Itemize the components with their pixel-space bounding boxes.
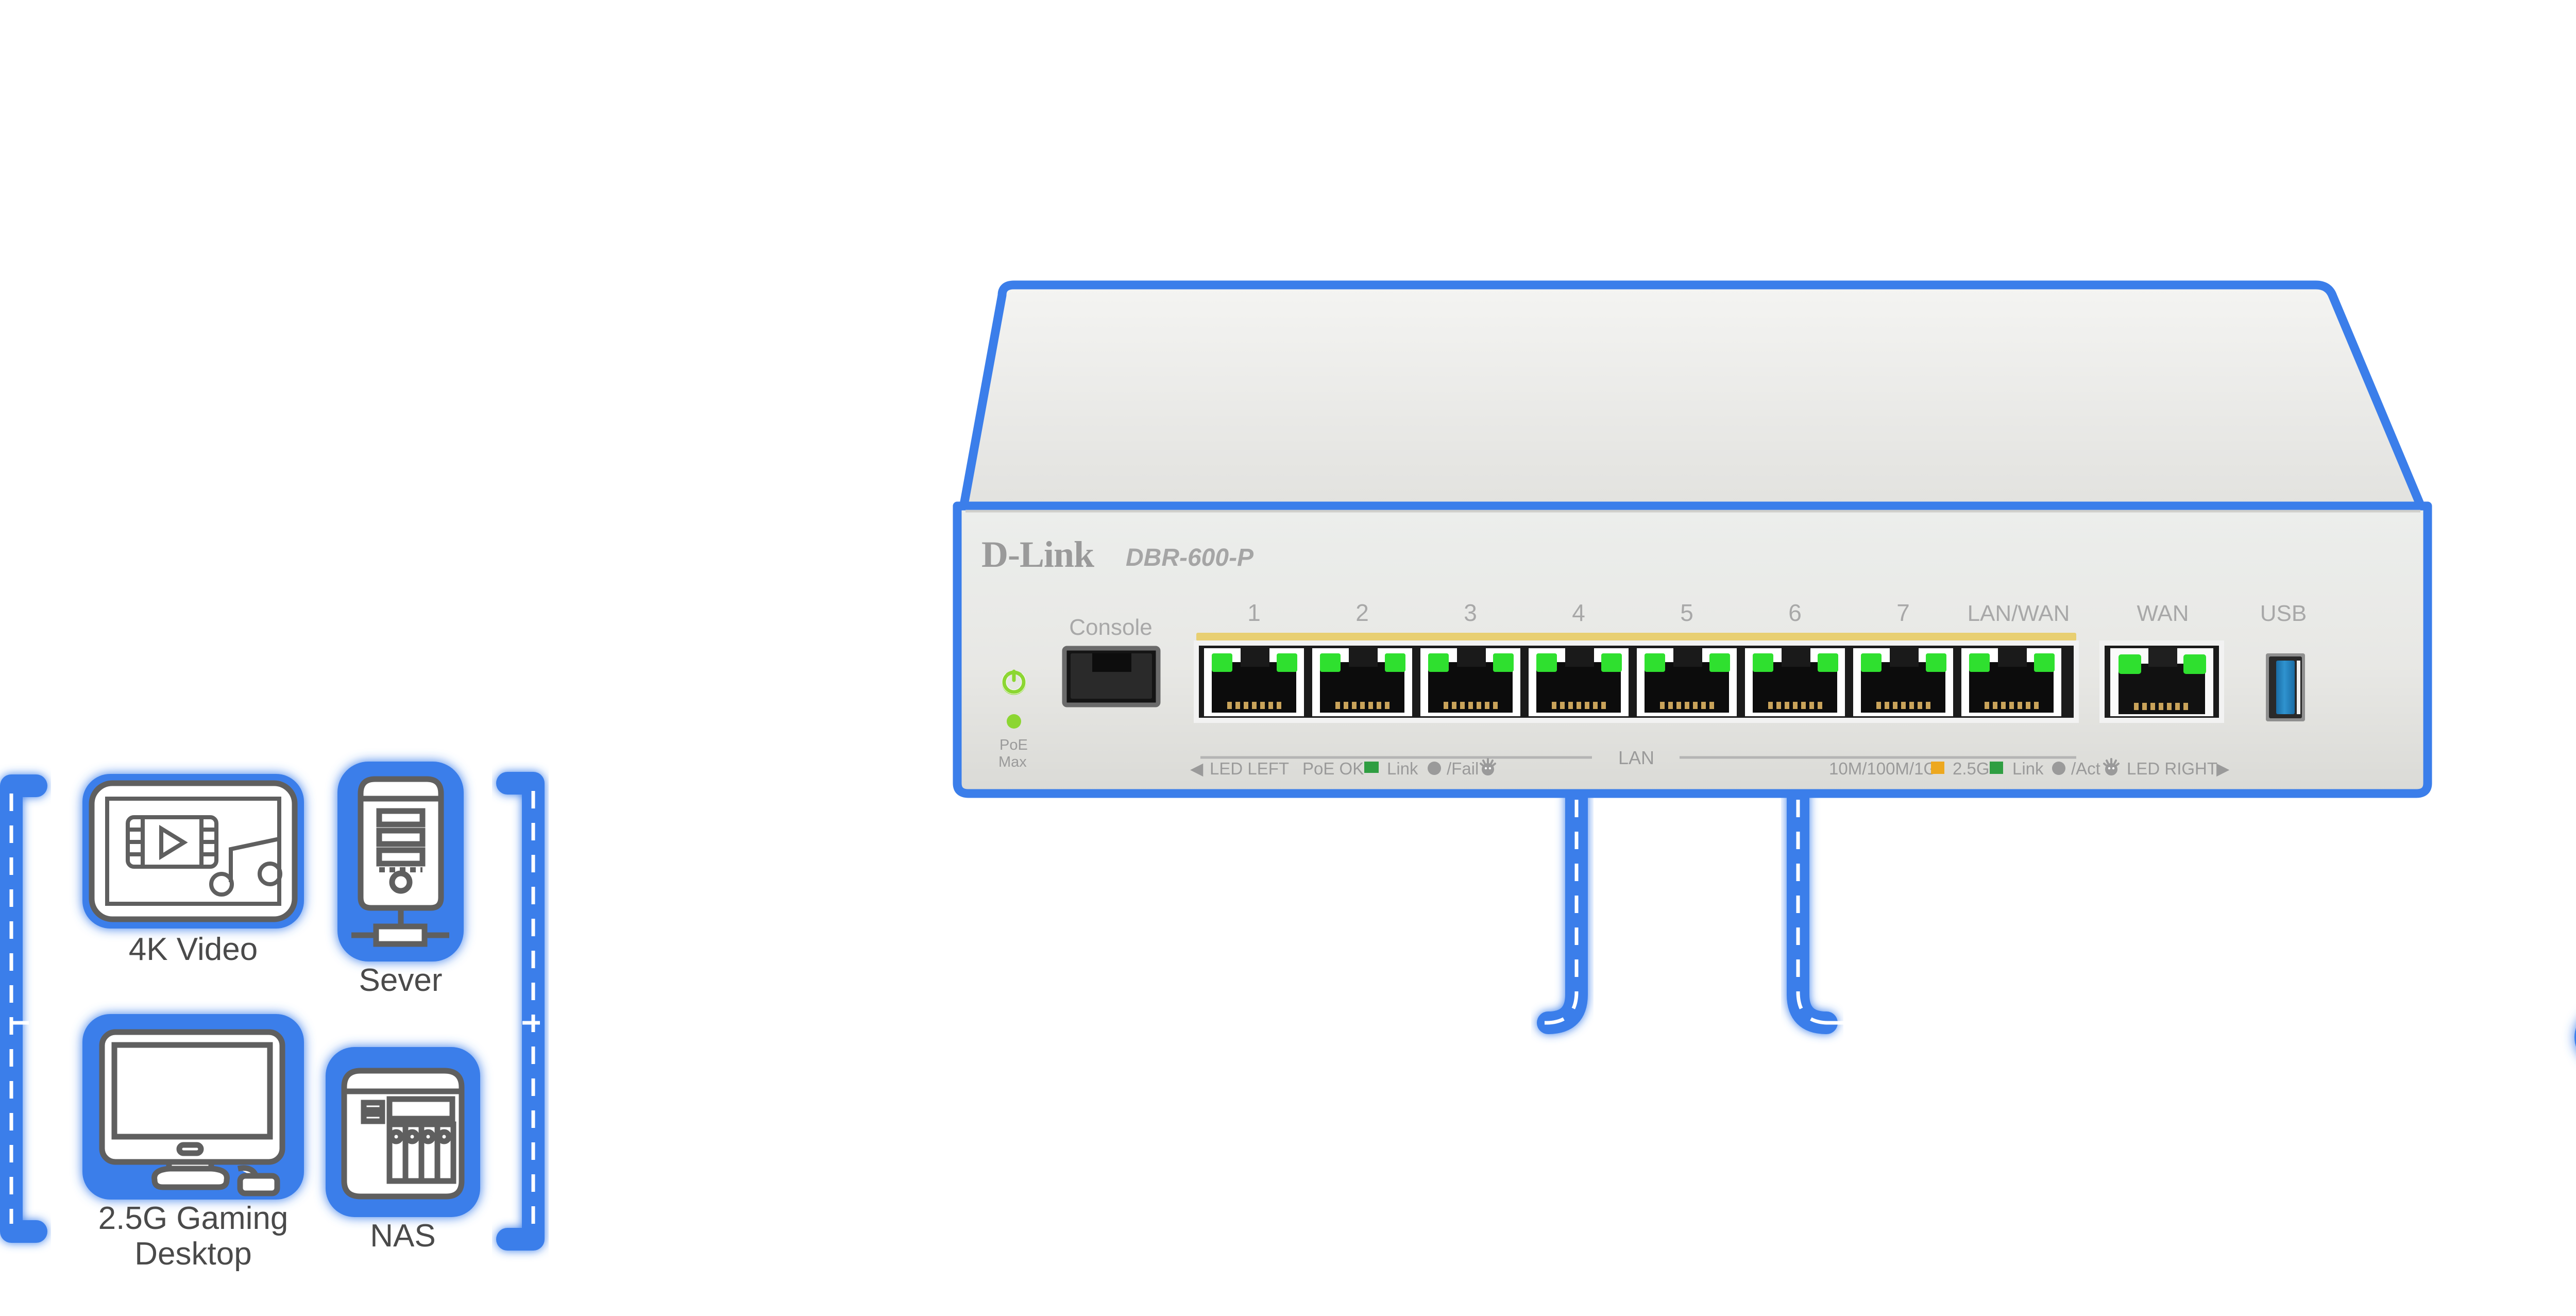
device-4k-video[interactable] xyxy=(82,774,304,929)
legend-left-text-2: PoE OK xyxy=(1302,759,1364,778)
wan-led-right xyxy=(2183,654,2206,674)
poe-max-label-2: Max xyxy=(998,754,1027,770)
legend-right-swatch-1 xyxy=(1931,762,1944,774)
port-label-7: 7 xyxy=(1896,599,1910,626)
legend-left-text-4: /Fail xyxy=(1447,759,1479,778)
cable-left-bracket-2 xyxy=(496,772,545,1251)
poe-indicator-bar xyxy=(1196,633,2076,641)
router-model: DBR-600-P xyxy=(1126,544,1254,571)
legend-right: 10M/100M/1G 2.5G Link /Act LED RIGHT ▶ xyxy=(1829,758,2230,778)
device-nas[interactable] xyxy=(326,1047,480,1217)
device-desktop[interactable] xyxy=(82,1014,304,1200)
legend-right-text-1: 10M/100M/1G xyxy=(1829,759,1937,778)
mouse-icon xyxy=(237,1165,280,1196)
router-top-face xyxy=(959,280,2426,512)
power-led xyxy=(1002,669,1026,695)
rj45-port-6 xyxy=(1745,648,1845,716)
legend-left-text-1: LED LEFT xyxy=(1210,759,1289,778)
rj45-port-7 xyxy=(1853,648,1953,716)
rj45-port-4 xyxy=(1529,648,1629,716)
lan-group-label: LAN xyxy=(1618,747,1654,768)
blink-icon xyxy=(1480,758,1496,775)
poe-lightning-badge xyxy=(2574,1027,2576,1047)
legend-right-dot xyxy=(2052,762,2065,775)
poe-max-led xyxy=(1007,714,1021,729)
server-tower-icon xyxy=(358,776,444,911)
blink-icon-right xyxy=(2103,758,2120,775)
legend-left-swatch xyxy=(1364,762,1379,773)
rj45-port-2 xyxy=(1312,648,1412,716)
cable-dash-drop-2 xyxy=(1796,768,1829,1025)
nas-bay-icon xyxy=(341,1068,465,1200)
rj45-port-5 xyxy=(1637,648,1737,716)
console-label: Console xyxy=(1069,615,1152,640)
device-server[interactable] xyxy=(337,762,464,961)
port-label-wan: WAN xyxy=(2137,601,2189,626)
legend-right-swatch-2 xyxy=(1990,762,2003,774)
legend-right-text-4: /Act xyxy=(2071,759,2100,778)
rj45-port-wan xyxy=(2110,648,2213,716)
rj45-port-1 xyxy=(1204,648,1304,716)
legend-right-text-3: Link xyxy=(2012,759,2044,778)
label-nas: NAS xyxy=(370,1218,436,1254)
legend-left: ◀ LED LEFT PoE OK Link /Fail xyxy=(1190,758,1496,778)
poe-max-label-1: PoE xyxy=(999,737,1028,753)
label-desktop: 2.5G Gaming Desktop xyxy=(98,1201,289,1272)
legend-left-text-3: Link xyxy=(1387,759,1418,778)
rj45-port-3 xyxy=(1420,648,1520,716)
legend-right-text-2: 2.5G xyxy=(1953,759,1990,778)
legend-right-arrow: ▶ xyxy=(2216,759,2230,778)
port-label-lanwan: LAN/WAN xyxy=(1968,601,2070,626)
legend-right-text-5: LED RIGHT xyxy=(2127,759,2217,778)
rj45-port-lanwan xyxy=(1961,648,2061,716)
port-label-4: 4 xyxy=(1572,599,1585,626)
port-label-2: 2 xyxy=(1355,599,1369,626)
label-server: Sever xyxy=(359,963,443,998)
port-1-led-left xyxy=(1212,653,1232,672)
port-label-1: 1 xyxy=(1247,599,1261,626)
router-brand: D-Link xyxy=(981,534,1094,575)
rj45-port-group xyxy=(1204,648,2061,716)
cable-left-bracket xyxy=(0,774,47,1243)
desktop-monitor-icon xyxy=(99,1029,285,1190)
port-label-5: 5 xyxy=(1680,599,1693,626)
legend-left-dot xyxy=(1428,762,1441,775)
port-label-3: 3 xyxy=(1464,599,1477,626)
label-4k-video: 4K Video xyxy=(128,932,258,967)
port-label-6: 6 xyxy=(1788,599,1802,626)
cable-dash-drop-1 xyxy=(1545,768,1579,1025)
legend-left-arrow: ◀ xyxy=(1190,759,1204,778)
usb-port xyxy=(2266,653,2305,721)
usb-label: USB xyxy=(2260,601,2307,626)
wan-led-left xyxy=(2119,654,2141,674)
port-1-led-right xyxy=(1277,653,1297,672)
